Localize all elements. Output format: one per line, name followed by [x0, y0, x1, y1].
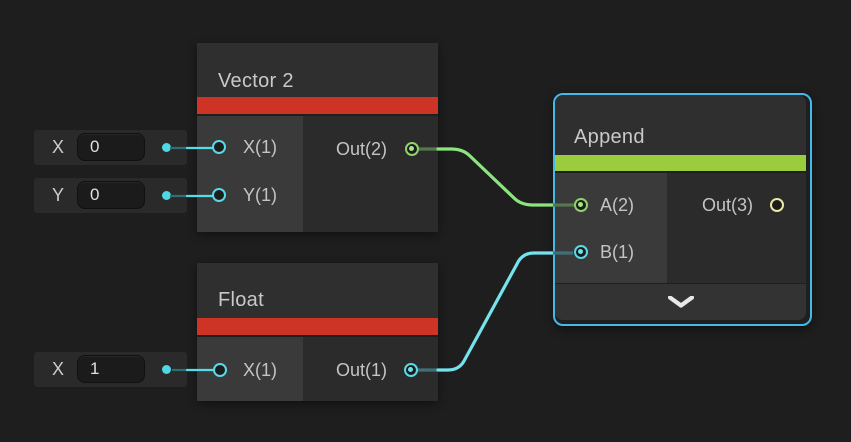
widget-label: X: [52, 137, 65, 157]
port-label-out: Out(2): [335, 139, 387, 159]
port-y-input[interactable]: [212, 188, 226, 202]
value-field-y[interactable]: [77, 181, 145, 209]
node-float-header[interactable]: Float: [197, 263, 438, 318]
node-float[interactable]: Float X(1) Out(1): [197, 263, 438, 401]
value-field-x[interactable]: [77, 133, 145, 161]
port-out-output[interactable]: [405, 142, 419, 156]
widget-label: X: [52, 359, 65, 379]
node-input-column: [197, 116, 303, 232]
default-value-widget-x2: X: [34, 352, 187, 387]
widget-port-dot: [162, 191, 171, 200]
node-title: Vector 2: [218, 70, 294, 92]
port-label-out: Out(3): [701, 195, 753, 215]
value-field-x2[interactable]: [77, 355, 145, 383]
port-out-output[interactable]: [770, 198, 784, 212]
port-label-x: X(1): [243, 137, 278, 157]
edge-vector2-out-to-append-a[interactable]: [419, 147, 574, 207]
edge-float-out-to-append-b[interactable]: [418, 251, 573, 372]
widget-label: Y: [52, 185, 65, 205]
port-label-out: Out(1): [335, 360, 387, 380]
category-color-bar-red: [197, 318, 438, 335]
node-append[interactable]: Append A(2) B(1) Out(3): [553, 93, 812, 326]
node-output-column: [667, 173, 806, 283]
node-input-column: [555, 173, 667, 283]
port-label-x: X(1): [243, 360, 278, 380]
port-x-input[interactable]: [212, 140, 226, 154]
node-append-header[interactable]: Append: [555, 95, 806, 155]
chevron-down-icon: [667, 296, 694, 308]
widget-port-dot: [162, 143, 171, 152]
category-color-bar-green: [555, 155, 806, 171]
node-vector2-header[interactable]: Vector 2: [197, 43, 438, 97]
node-vector2[interactable]: Vector 2 X(1) Y(1) Out(2): [197, 43, 438, 232]
node-title: Float: [218, 289, 264, 311]
port-a-input[interactable]: [574, 198, 588, 212]
port-label-a: A(2): [600, 195, 635, 215]
widget-port-dot: [162, 365, 171, 374]
port-b-input[interactable]: [574, 245, 588, 259]
port-out-output[interactable]: [404, 363, 418, 377]
default-value-widget-y: Y: [34, 178, 187, 213]
node-expander-button[interactable]: [555, 284, 806, 320]
port-x-input[interactable]: [213, 363, 227, 377]
port-label-y: Y(1): [243, 185, 278, 205]
node-output-column: [303, 116, 438, 232]
category-color-bar-red: [197, 97, 438, 114]
port-label-b: B(1): [600, 242, 635, 262]
default-value-widget-x: X: [34, 130, 187, 165]
node-title: Append: [574, 126, 645, 148]
